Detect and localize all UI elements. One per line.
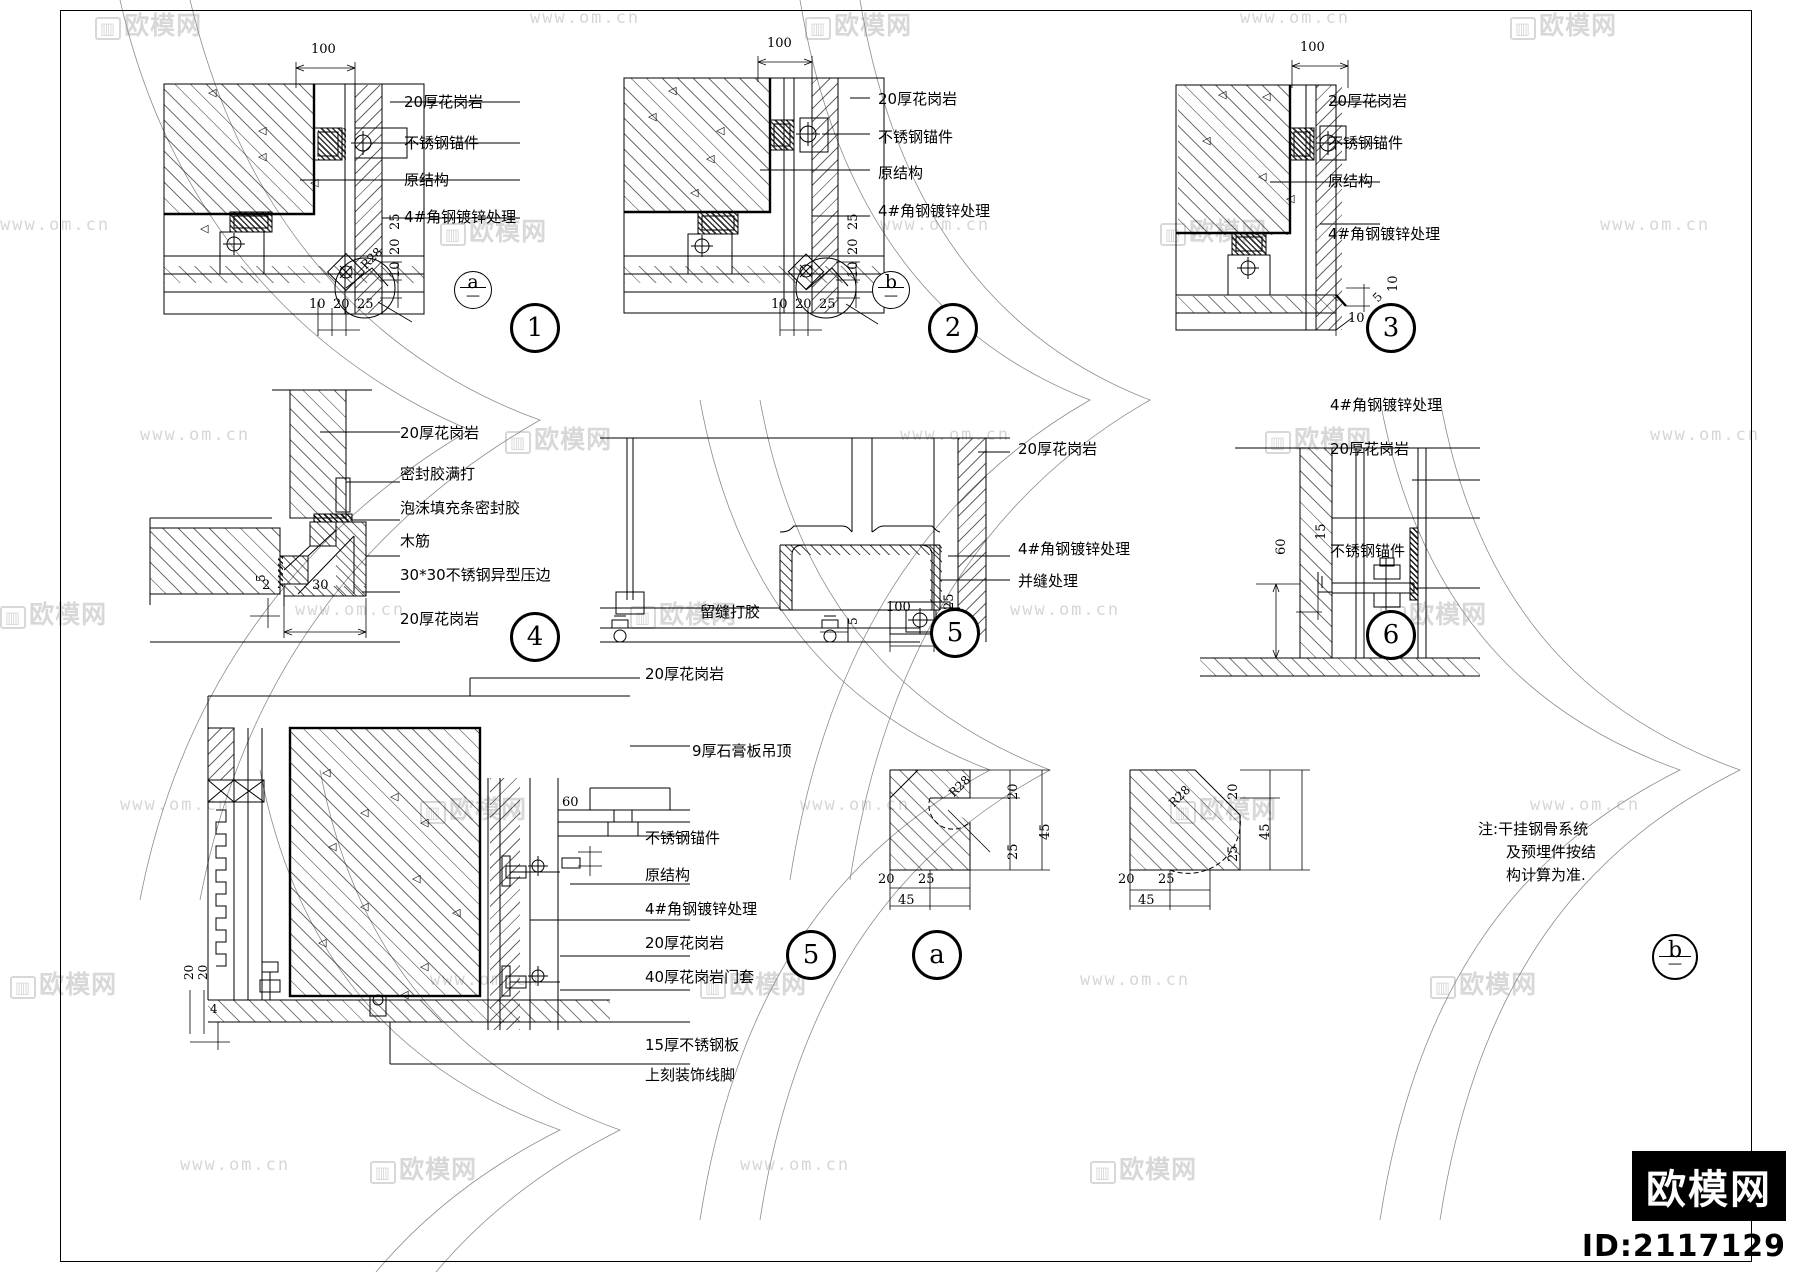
detail-2-label-granite: 20厚花岗岩 [878,90,958,108]
detail-5b-label-granite: 20厚花岗岩 [645,934,725,952]
model-id: ID:2117129 [1581,1229,1786,1264]
detail-2-label-structure: 原结构 [878,164,924,182]
detail-5b-dim-20a: 20 [182,964,196,980]
corner-a-dim-25: 25 [1006,843,1021,860]
detail-5-label-angle: 4#角钢镀锌处理 [1018,540,1131,558]
detail-5-label-gap: 留缝打胶 [700,603,761,621]
detail-4-dim-2: 2 [262,578,271,593]
detail-5b-dim-60: 60 [562,795,579,810]
detail-1-dim-b25: 25 [357,297,374,312]
detail-5b-label-angle: 4#角钢镀锌处理 [645,900,758,918]
corner-b-dim-45v: 45 [1258,823,1273,840]
detail-4-label-sealant: 密封胶满打 [400,465,476,483]
detail-4-label-wood: 木筋 [400,532,431,550]
detail-5b-label-granite-top: 20厚花岗岩 [645,665,725,683]
detail-3-label-angle: 4#角钢镀锌处理 [1328,225,1441,243]
corner-b-dim-25: 25 [1226,845,1241,862]
detail-6-label-anchor: 不锈钢锚件 [1330,542,1406,560]
corner-a-dim-25h: 25 [918,872,935,887]
detail-2-dim-b25: 25 [819,297,836,312]
detail-4-label-granite: 20厚花岗岩 [400,424,480,442]
detail-2-dim-25: 25 [846,213,861,230]
id-plate: 欧模网 ID:2117129 [1582,1151,1786,1264]
detail-3-tag: 3 [1366,303,1416,353]
detail-2-callout-b: b— [872,271,910,309]
corner-a-dim-45v: 45 [1038,823,1053,840]
corner-a-tag: a [912,930,962,980]
note-line2: 及预埋件按结 [1506,842,1597,861]
detail-1-label-structure: 原结构 [404,171,450,189]
detail-5-label-joint: 并缝处理 [1018,572,1079,590]
detail-4-label-sstrim: 30*30不锈钢异型压边 [400,566,551,584]
detail-6-label-granite: 20厚花岗岩 [1330,440,1410,458]
detail-1-label-angle: 4#角钢镀锌处理 [404,208,517,226]
note-block: 注:干挂钢骨系统 及预埋件按结 构计算为准. [1478,820,1596,884]
detail-5b-label-ssplate2: 上刻装饰线脚 [645,1066,736,1084]
detail-6-tag: 6 [1366,610,1416,660]
detail-5-tag: 5 [930,608,980,658]
detail-5b-tag: 5 [786,930,836,980]
detail-3-dim-10: 10 [1386,275,1401,292]
detail-3-label-granite: 20厚花岗岩 [1328,92,1408,110]
corner-a-dim-45h: 45 [898,893,915,908]
detail-2-dim-b20: 20 [795,297,812,312]
detail-1-dim-25: 25 [388,213,403,230]
detail-1-callout-a: a— [454,271,492,309]
sheet-border [60,10,1752,1262]
detail-5b-label-structure: 原结构 [645,866,691,884]
detail-5-dim-100: 100 [886,600,911,615]
corner-b-dim-20h: 20 [1118,872,1135,887]
detail-2-dim-10: 10 [846,261,861,278]
detail-1-label-anchor: 不锈钢锚件 [404,134,480,152]
detail-5-dim-5: 5 [846,617,860,625]
corner-a-dim-20h: 20 [878,872,895,887]
detail-2-dim-b10: 10 [771,297,788,312]
detail-1-dim-10: 10 [388,261,403,278]
detail-2-label-anchor: 不锈钢锚件 [878,128,954,146]
detail-4-tag: 4 [510,612,560,662]
detail-1-tag: 1 [510,303,560,353]
detail-2-dim-100: 100 [767,36,792,51]
detail-6-label-angle: 4#角钢镀锌处理 [1330,396,1443,414]
detail-5b-label-gypsum: 9厚石膏板吊顶 [692,742,792,760]
detail-5b-label-ssplate: 15厚不锈钢板 [645,1036,740,1054]
detail-4-label-foam: 泡沫填充条密封胶 [400,499,521,517]
detail-3-dim-100: 100 [1300,40,1325,55]
detail-5b-dim-20b: 20 [196,964,210,980]
detail-4-label-granite2: 20厚花岗岩 [400,610,480,628]
detail-2-label-angle: 4#角钢镀锌处理 [878,202,991,220]
note-line3: 构计算为准. [1506,865,1586,884]
detail-2-tag: 2 [928,303,978,353]
detail-1-dim-100: 100 [311,42,336,57]
note-head: 注: [1478,820,1499,838]
detail-1-dim-b10: 10 [309,297,326,312]
detail-1-label-granite: 20厚花岗岩 [404,93,484,111]
detail-1-dim-b20: 20 [333,297,350,312]
corner-b-tag: b — [1652,934,1698,980]
detail-6-dim-15: 15 [1314,523,1329,540]
detail-5b-dim-4: 4 [210,1002,218,1016]
detail-5-label-granite: 20厚花岗岩 [1018,440,1098,458]
note-line1: 干挂钢骨系统 [1498,820,1589,838]
corner-b-dim-45h: 45 [1138,893,1155,908]
corner-b-dim-25h: 25 [1158,872,1175,887]
detail-3-label-anchor: 不锈钢锚件 [1328,134,1404,152]
corner-b-dim-20: 20 [1226,783,1241,800]
detail-5b-label-doorframe: 40厚花岗岩门套 [645,968,755,986]
detail-1-dim-20: 20 [388,238,403,255]
brand-logo: 欧模网 [1632,1151,1786,1221]
detail-6-dim-60: 60 [1274,538,1289,555]
corner-a-dim-20: 20 [1006,783,1021,800]
detail-3-dim-b10: 10 [1348,311,1365,326]
detail-3-label-structure: 原结构 [1328,172,1374,190]
detail-2-dim-20: 20 [846,238,861,255]
detail-4-dim-30: 30 [312,578,329,593]
detail-5b-label-anchor: 不锈钢锚件 [645,829,721,847]
